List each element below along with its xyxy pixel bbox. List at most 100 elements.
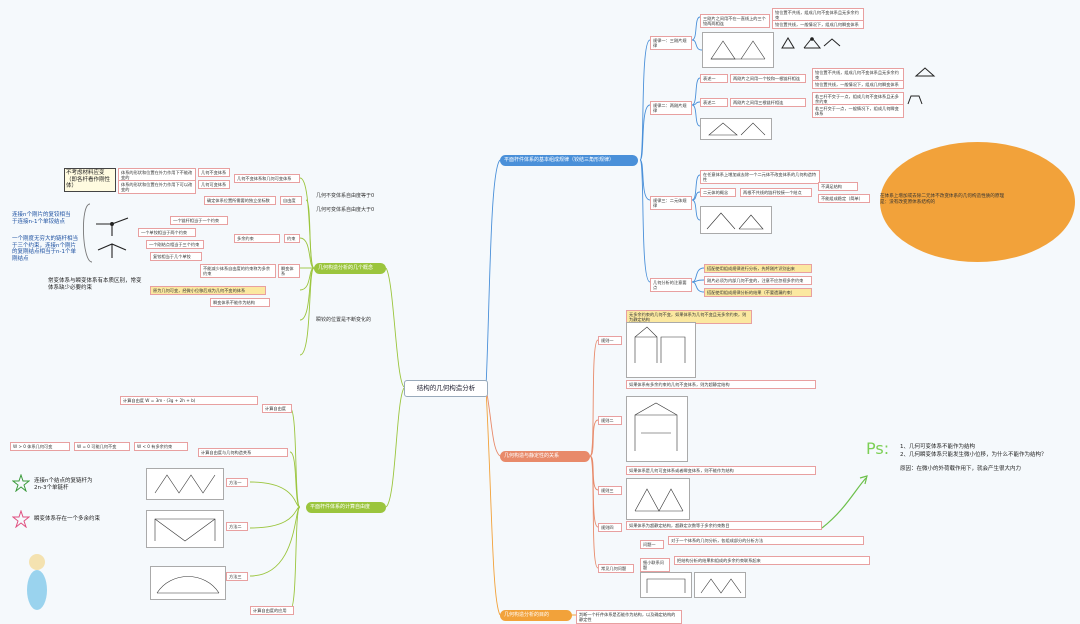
ps-mark-icon: Ps: — [866, 439, 890, 458]
calc-sketch-1 — [146, 468, 224, 500]
rule3-sketch — [700, 206, 772, 234]
concept-a2: 体系的形状和位置在外力作用下可以改变的 — [118, 180, 196, 195]
case3-text: 如果体系是几何可变体系或者瞬变体系，则不能作为结构 — [626, 466, 816, 476]
calc-b-node[interactable]: 计算自由度与几何构造关系 — [198, 448, 288, 458]
concept-b3: 几何可变体系自由度大于0 — [316, 207, 375, 213]
note-line-3: 原因：在微小的外荷载作用下，就会产生很大内力 — [900, 466, 1022, 472]
center-topic[interactable]: 结构的几何构造分析 — [404, 380, 488, 397]
triangle-figures-icon — [781, 37, 841, 49]
concept-e-node[interactable]: 瞬变体系 — [278, 264, 300, 279]
figure-sticker-icon — [27, 554, 47, 610]
note-instant-redundant: 瞬变体系存在一个多余约束 — [34, 516, 101, 522]
note-compound-link: 连接n个结点的复链杆为2n-3个单链杆 — [34, 478, 93, 491]
case2-sketch — [626, 396, 688, 462]
rule3-dyad-r2: 不能组成稳定（简单） — [818, 194, 870, 204]
instant-center-note: 瞬铰的位置是不断变化的 — [316, 317, 372, 323]
concept-b-node[interactable]: 自由度 — [280, 196, 302, 206]
rule4-node[interactable]: 几何分析的注意要点 — [650, 278, 692, 293]
rule3-node[interactable]: 规律三：二元体规律 — [650, 196, 692, 211]
calc-sketch-2 — [146, 510, 224, 548]
rule2-node[interactable]: 规律二：两刚片规律 — [650, 101, 692, 116]
note-compound-rigid: 一个刚度无穷大的链杆相当于三个约束，连接n个刚片的复刚结点相当于n-1个单刚结点 — [12, 236, 79, 262]
rule1-result-b: 铰位置共线，一般情况下，组成几何瞬变体系 — [772, 20, 864, 30]
concept-a1-result: 几何不变体系 — [198, 168, 230, 178]
calc-e-node[interactable]: 方法三 — [226, 572, 248, 582]
concept-d1: 不能减少体系自由度的约束称为多余约束 — [200, 264, 276, 279]
trapezoid-icon — [907, 95, 923, 105]
rule2-form-a-r2: 铰位置共线，一般情况下，组成几何瞬变体系 — [812, 80, 904, 90]
case5-a-node[interactable]: 问题一 — [640, 540, 664, 550]
note-compound-hinge: 连接n个刚片的复铰相当于连接n-1个单铰结点 — [12, 212, 71, 225]
branch-degree-calc[interactable]: 平面杆件体系的计算自由度 — [306, 502, 386, 513]
rule3-dyad-r1: 不满足结构 — [818, 182, 858, 192]
case2-text: 如果体系有多余约束的几何不变体系，则为超静定结构 — [626, 380, 816, 390]
highlight-oval — [880, 142, 1075, 262]
calc-d-node[interactable]: 方法二 — [226, 522, 248, 532]
rule1-sketch — [702, 32, 774, 68]
rule4-point-c: 搭配使用组成规律分析的结果（不要遗漏约束） — [704, 288, 812, 298]
calc-b3: W < 0 有多余约束 — [134, 442, 188, 452]
star-green-icon — [12, 474, 30, 492]
oval-note: 在体系上增加或去除二元体不改变体系的几何构造性质的原理是：没有改变原体系结构的 — [880, 194, 1005, 205]
case5-a-text: 对于一个体系的几何分析，各组成部分的分析方法 — [668, 536, 864, 546]
concept-c3: 一个刚结点相当于三个约束 — [146, 240, 204, 250]
rule4-point-b: 刚片必须为内部几何不变的，注意不应忽视多余约束 — [704, 276, 812, 286]
rule2-form-b-r2: 若三杆交于一点，一般情况下，组成几何瞬变体系 — [812, 104, 904, 119]
calc-sketch-3 — [150, 566, 226, 600]
case1-sketch — [626, 322, 696, 378]
calc-a-node[interactable]: 计算自由度 — [262, 404, 292, 414]
rule2-form-b[interactable]: 表述二 — [700, 98, 728, 108]
branch-basic-rules[interactable]: 平面杆件体系的基本组成规律（铰结三角形规律） — [500, 155, 638, 166]
case3-sketch — [626, 478, 690, 520]
concept-c4: 复铰相当于几个单铰 — [150, 252, 202, 262]
calc-c-node[interactable]: 方法一 — [226, 478, 248, 488]
rule2-form-b-text: 两刚片之间用三根链杆相连 — [730, 98, 806, 108]
rule3-dyad[interactable]: 二元体的概念 — [700, 188, 736, 198]
branch-concepts[interactable]: 几何构造分析的几个概念 — [314, 263, 386, 274]
case3-node[interactable]: 规则三 — [598, 486, 622, 496]
rule2-sketch — [700, 118, 772, 140]
concept-c1: 一个链杆相当于一个约束 — [170, 216, 228, 226]
case4-node[interactable]: 规则四 — [598, 523, 622, 533]
rule3-statement: 在任意体系上增加或去除一个二元体不改变体系的几何构造特性 — [700, 170, 820, 185]
note-variable-vs-instant: 常变体系与瞬变体系有本质区别，常变体系缺少必要约束 — [48, 278, 142, 291]
branch-analysis-purpose[interactable]: 几何构造分析的目的 — [500, 610, 572, 621]
case5-b-node[interactable]: 细小联系问题 — [640, 558, 670, 573]
rule2-form-a-text: 两刚片之间用一个铰和一根链杆相连 — [730, 74, 806, 84]
calc-b2: W = 0 可能几何不变 — [74, 442, 130, 452]
concept-c2: 一个单铰相当于两个约束 — [138, 228, 196, 238]
concept-b1: 确定体系位置所需要的独立坐标数 — [204, 196, 276, 206]
note-rigid-assumption: 不考虑材料应变（即各杆看作刚性体） — [64, 168, 116, 192]
concept-f: 瞬变体系不能作为结构 — [210, 298, 270, 308]
case1-node[interactable]: 规则一 — [598, 336, 622, 346]
star-pink-icon — [12, 510, 30, 528]
rule1-node[interactable]: 规律一：三刚片规律 — [650, 36, 692, 51]
case2-node[interactable]: 规则二 — [598, 416, 622, 426]
joint-sketch-icon — [96, 217, 129, 258]
purpose-text: 判断一个杆件体系是否能作为结构，以及确定结构的静定性 — [576, 610, 682, 624]
case5-sketch-a — [640, 572, 692, 598]
note-line-1: 1、几何可变体系不能作为结构 — [900, 444, 976, 450]
concept-a1: 体系的形状和位置在外力作用下不能改变的 — [118, 168, 196, 183]
rule2-form-a[interactable]: 表述一 — [700, 74, 728, 84]
concept-e1: 原为几何可变，经微小位移后成为几何不变的体系 — [150, 286, 266, 296]
rule1-statement: 三刚片之间用不在一直线上的三个铰两两相连 — [700, 14, 770, 29]
concept-b2: 几何不变体系自由度等于0 — [316, 193, 375, 199]
rule3-dyad-def: 两根不共线的链杆铰接一个结点 — [740, 188, 812, 198]
concept-d-node[interactable]: 多余约束 — [234, 234, 280, 244]
triangle-icon — [914, 67, 936, 77]
branch-statics-relation[interactable]: 几何构造与静定性的关系 — [500, 451, 590, 462]
case4-text: 如果体系为超静定结构，超静定次数等于多余约束数目 — [626, 521, 822, 531]
rule4-point-a: 搭配使用组成规律进行分析，先将刚片识别出来 — [704, 264, 812, 274]
calc-f-node[interactable]: 计算自由度的应用 — [250, 606, 294, 616]
case5-node[interactable]: 常见几何问题 — [598, 564, 634, 574]
concept-c-node[interactable]: 约束 — [284, 234, 300, 244]
case5-b-text: 把结构分析的结果和组成的多余约束联系起来 — [674, 556, 870, 566]
case5-sketch-b — [694, 572, 746, 598]
concept-a-node[interactable]: 几何不变体系和几何可变体系 — [234, 174, 300, 184]
concept-a2-result: 几何可变体系 — [198, 180, 230, 190]
calc-b1: W > 0 体系几何可变 — [10, 442, 70, 452]
note-line-2: 2、几何瞬变体系只能发生微小位移，为什么不能作为结构？ — [900, 452, 1047, 458]
calc-a1: 计算自由度 W = 3m - (3g + 2h + b) — [120, 396, 258, 406]
